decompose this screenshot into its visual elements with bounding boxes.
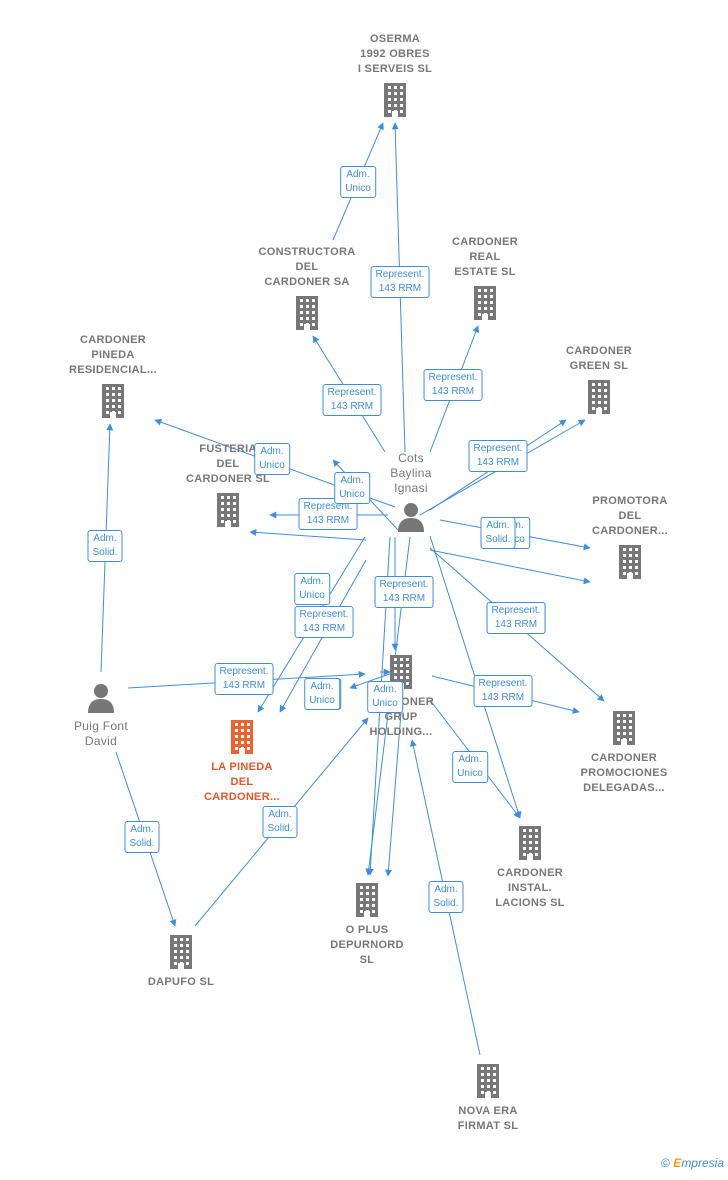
edge-label[interactable]: Represent. 143 RRM (473, 675, 533, 707)
edge-label[interactable]: Adm. Solid. (480, 517, 516, 549)
edge-label[interactable]: Adm. Unico (304, 678, 340, 710)
building-icon (554, 711, 694, 745)
node-la_pineda[interactable]: LA PINEDA DEL CARDONER... (172, 720, 312, 805)
building-icon (172, 720, 312, 754)
edge-label[interactable]: Adm. Unico (254, 443, 290, 475)
edge-label[interactable]: Represent. 143 RRM (374, 576, 434, 608)
edge-label[interactable]: Represent. 143 RRM (214, 663, 274, 695)
edge-label[interactable]: Adm. Unico (294, 573, 330, 605)
building-icon (529, 380, 669, 414)
building-icon (43, 384, 183, 418)
node-constructora[interactable]: CONSTRUCTORA DEL CARDONER SA (237, 245, 377, 330)
edge-label[interactable]: Adm. Solid. (87, 530, 123, 562)
node-puig[interactable]: Puig Font David (31, 683, 171, 749)
node-dapufo[interactable]: DAPUFO SL (111, 935, 251, 990)
node-oplus[interactable]: O PLUS DEPURNORD SL (297, 883, 437, 968)
brand-name: mpresia (681, 1156, 724, 1170)
node-cots[interactable]: Cots Baylina Ignasi (341, 451, 481, 532)
person-icon (31, 683, 171, 713)
edge-label[interactable]: Represent. 143 RRM (370, 266, 430, 298)
node-label: Puig Font David (73, 719, 129, 748)
footer: © Empresia (661, 1156, 724, 1170)
node-label: FUSTERIA DEL CARDONER SL (186, 443, 270, 485)
node-green[interactable]: CARDONER GREEN SL (529, 344, 669, 414)
node-fusteria[interactable]: FUSTERIA DEL CARDONER SL (158, 442, 298, 527)
edge-label[interactable]: Adm. Solid. (262, 806, 298, 838)
building-icon (111, 935, 251, 969)
building-icon (158, 493, 298, 527)
brand-initial: E (673, 1156, 682, 1170)
edge-label[interactable]: Represent. 143 RRM (294, 606, 354, 638)
person-icon (341, 502, 481, 532)
node-label: CARDONER INSTAL. LACIONS SL (495, 867, 565, 909)
node-label: Cots Baylina Ignasi (390, 451, 432, 495)
edge-label[interactable]: Adm. Solid. (124, 821, 160, 853)
edge-label[interactable]: Adm. Unico (452, 751, 488, 783)
edge-label[interactable]: Represent. 143 RRM (468, 440, 528, 472)
node-label: CONSTRUCTORA DEL CARDONER SA (258, 246, 356, 288)
edge-label[interactable]: Represent. 143 RRM (423, 369, 483, 401)
node-instalacions[interactable]: CARDONER INSTAL. LACIONS SL (460, 826, 600, 911)
node-pineda_res[interactable]: CARDONER PINEDA RESIDENCIAL... (43, 333, 183, 418)
node-real_estate[interactable]: CARDONER REAL ESTATE SL (415, 235, 555, 320)
edge-line-extra (385, 699, 403, 877)
building-icon (560, 545, 700, 579)
building-icon (325, 83, 465, 117)
node-label: NOVA ERA FIRMAT SL (457, 1105, 519, 1132)
node-nova_era[interactable]: NOVA ERA FIRMAT SL (418, 1064, 558, 1134)
building-icon (415, 286, 555, 320)
node-label: DAPUFO SL (147, 976, 215, 988)
node-label: PROMOTORA DEL CARDONER... (591, 495, 669, 537)
node-oserma[interactable]: OSERMA 1992 OBRES I SERVEIS SL (325, 32, 465, 117)
building-icon (460, 826, 600, 860)
edge-label[interactable]: Adm. Solid. (428, 881, 464, 913)
building-icon (237, 296, 377, 330)
node-promotora[interactable]: PROMOTORA DEL CARDONER... (560, 494, 700, 579)
edge-label[interactable]: Represent. 143 RRM (486, 602, 546, 634)
node-promociones[interactable]: CARDONER PROMOCIONES DELEGADAS... (554, 711, 694, 796)
node-label: CARDONER GREEN SL (566, 345, 632, 372)
node-label: CARDONER PROMOCIONES DELEGADAS... (580, 752, 668, 794)
node-label: CARDONER REAL ESTATE SL (452, 236, 518, 278)
building-icon (297, 883, 437, 917)
edge-label[interactable]: Represent. 143 RRM (322, 384, 382, 416)
edge-label[interactable]: Adm. Unico (367, 681, 403, 713)
edge-label[interactable]: Adm. Unico (334, 472, 370, 504)
node-label: O PLUS DEPURNORD SL (330, 924, 404, 966)
edge-label[interactable]: Adm. Unico (340, 166, 376, 198)
edge-line (249, 528, 367, 541)
node-label: CARDONER PINEDA RESIDENCIAL... (69, 334, 157, 376)
building-icon (418, 1064, 558, 1098)
node-label: OSERMA 1992 OBRES I SERVEIS SL (357, 33, 433, 75)
edge-line (429, 549, 591, 585)
copyright-symbol: © (661, 1156, 670, 1170)
node-label: LA PINEDA DEL CARDONER... (203, 761, 281, 803)
